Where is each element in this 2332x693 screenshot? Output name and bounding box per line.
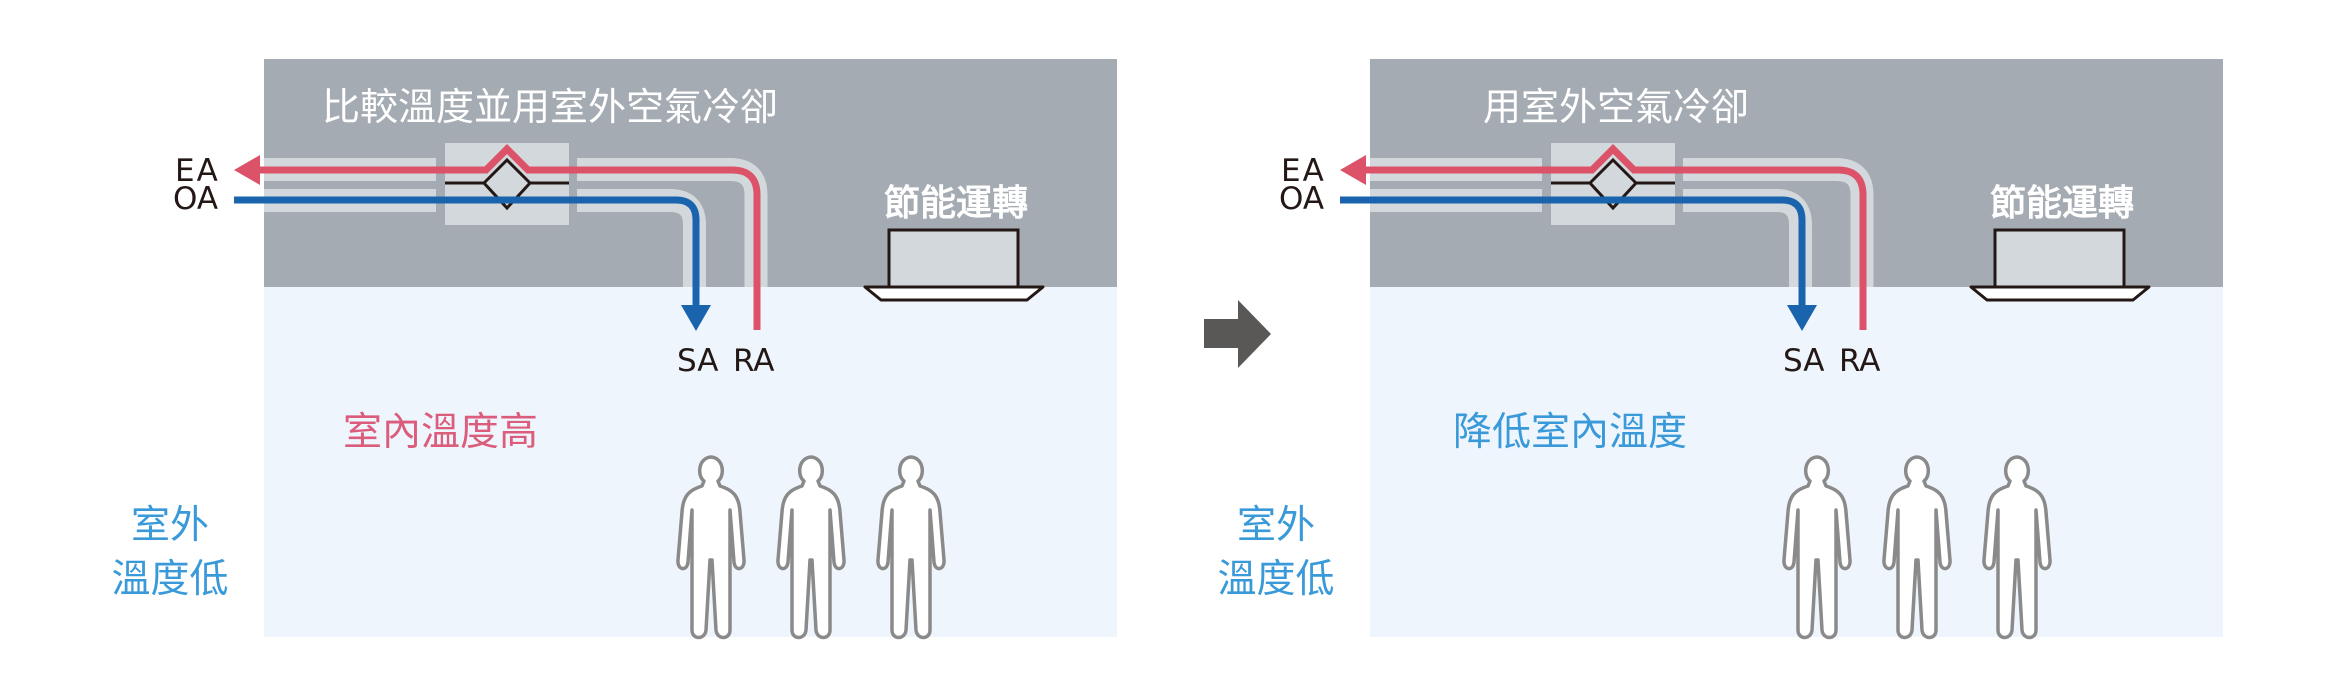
supply-arrow-icon [681, 305, 711, 331]
sa-label: SA [677, 343, 718, 379]
people-group [676, 455, 946, 640]
person-icon [776, 455, 846, 640]
return-exhaust-airflow [1364, 144, 1867, 330]
ac-grille-panel [1969, 285, 2151, 302]
outdoor-label-line2: 溫度低 [111, 557, 228, 602]
ea-label: EA [1281, 153, 1326, 189]
right-arrow-icon [1204, 300, 1271, 368]
person-icon [676, 455, 746, 640]
outdoor-supply-airflow [1340, 196, 1806, 306]
outdoor-label-line2: 溫度低 [1217, 557, 1334, 602]
oa-label: OA [1279, 181, 1324, 217]
heat-exchanger-core-icon [1587, 157, 1639, 211]
energy-saving-label: 節能運轉 [1990, 183, 2134, 224]
outdoor-supply-airflow [234, 196, 700, 306]
person-icon [1882, 455, 1952, 640]
people-group [1782, 455, 2052, 640]
exhaust-arrow-icon [234, 155, 260, 185]
return-exhaust-airflow [258, 144, 761, 330]
indoor-temperature-text: 降低室內溫度 [1453, 410, 1687, 455]
panel-title: 比較溫度並用室外空氣冷卻 [322, 85, 778, 129]
outdoor-label-line1: 室外 [1237, 503, 1315, 548]
sa-label: SA [1783, 343, 1824, 379]
ceiling-ac-unit-icon [1993, 228, 2126, 289]
ceiling-ac-unit-icon [887, 228, 1020, 289]
heat-exchanger-core-icon [481, 157, 533, 211]
person-icon [1982, 455, 2052, 640]
panel-title: 用室外空氣冷卻 [1483, 85, 1749, 129]
ea-label: EA [175, 153, 220, 189]
energy-saving-label: 節能運轉 [884, 183, 1028, 224]
indoor-temperature-text: 室內溫度高 [343, 410, 538, 455]
person-icon [1782, 455, 1852, 640]
outdoor-label-line1: 室外 [131, 503, 209, 548]
oa-label: OA [173, 181, 218, 217]
supply-arrow-icon [1787, 305, 1817, 331]
exhaust-arrow-icon [1340, 155, 1366, 185]
person-icon [876, 455, 946, 640]
ra-label: RA [733, 343, 775, 379]
ac-grille-panel [863, 285, 1045, 302]
ra-label: RA [1839, 343, 1881, 379]
